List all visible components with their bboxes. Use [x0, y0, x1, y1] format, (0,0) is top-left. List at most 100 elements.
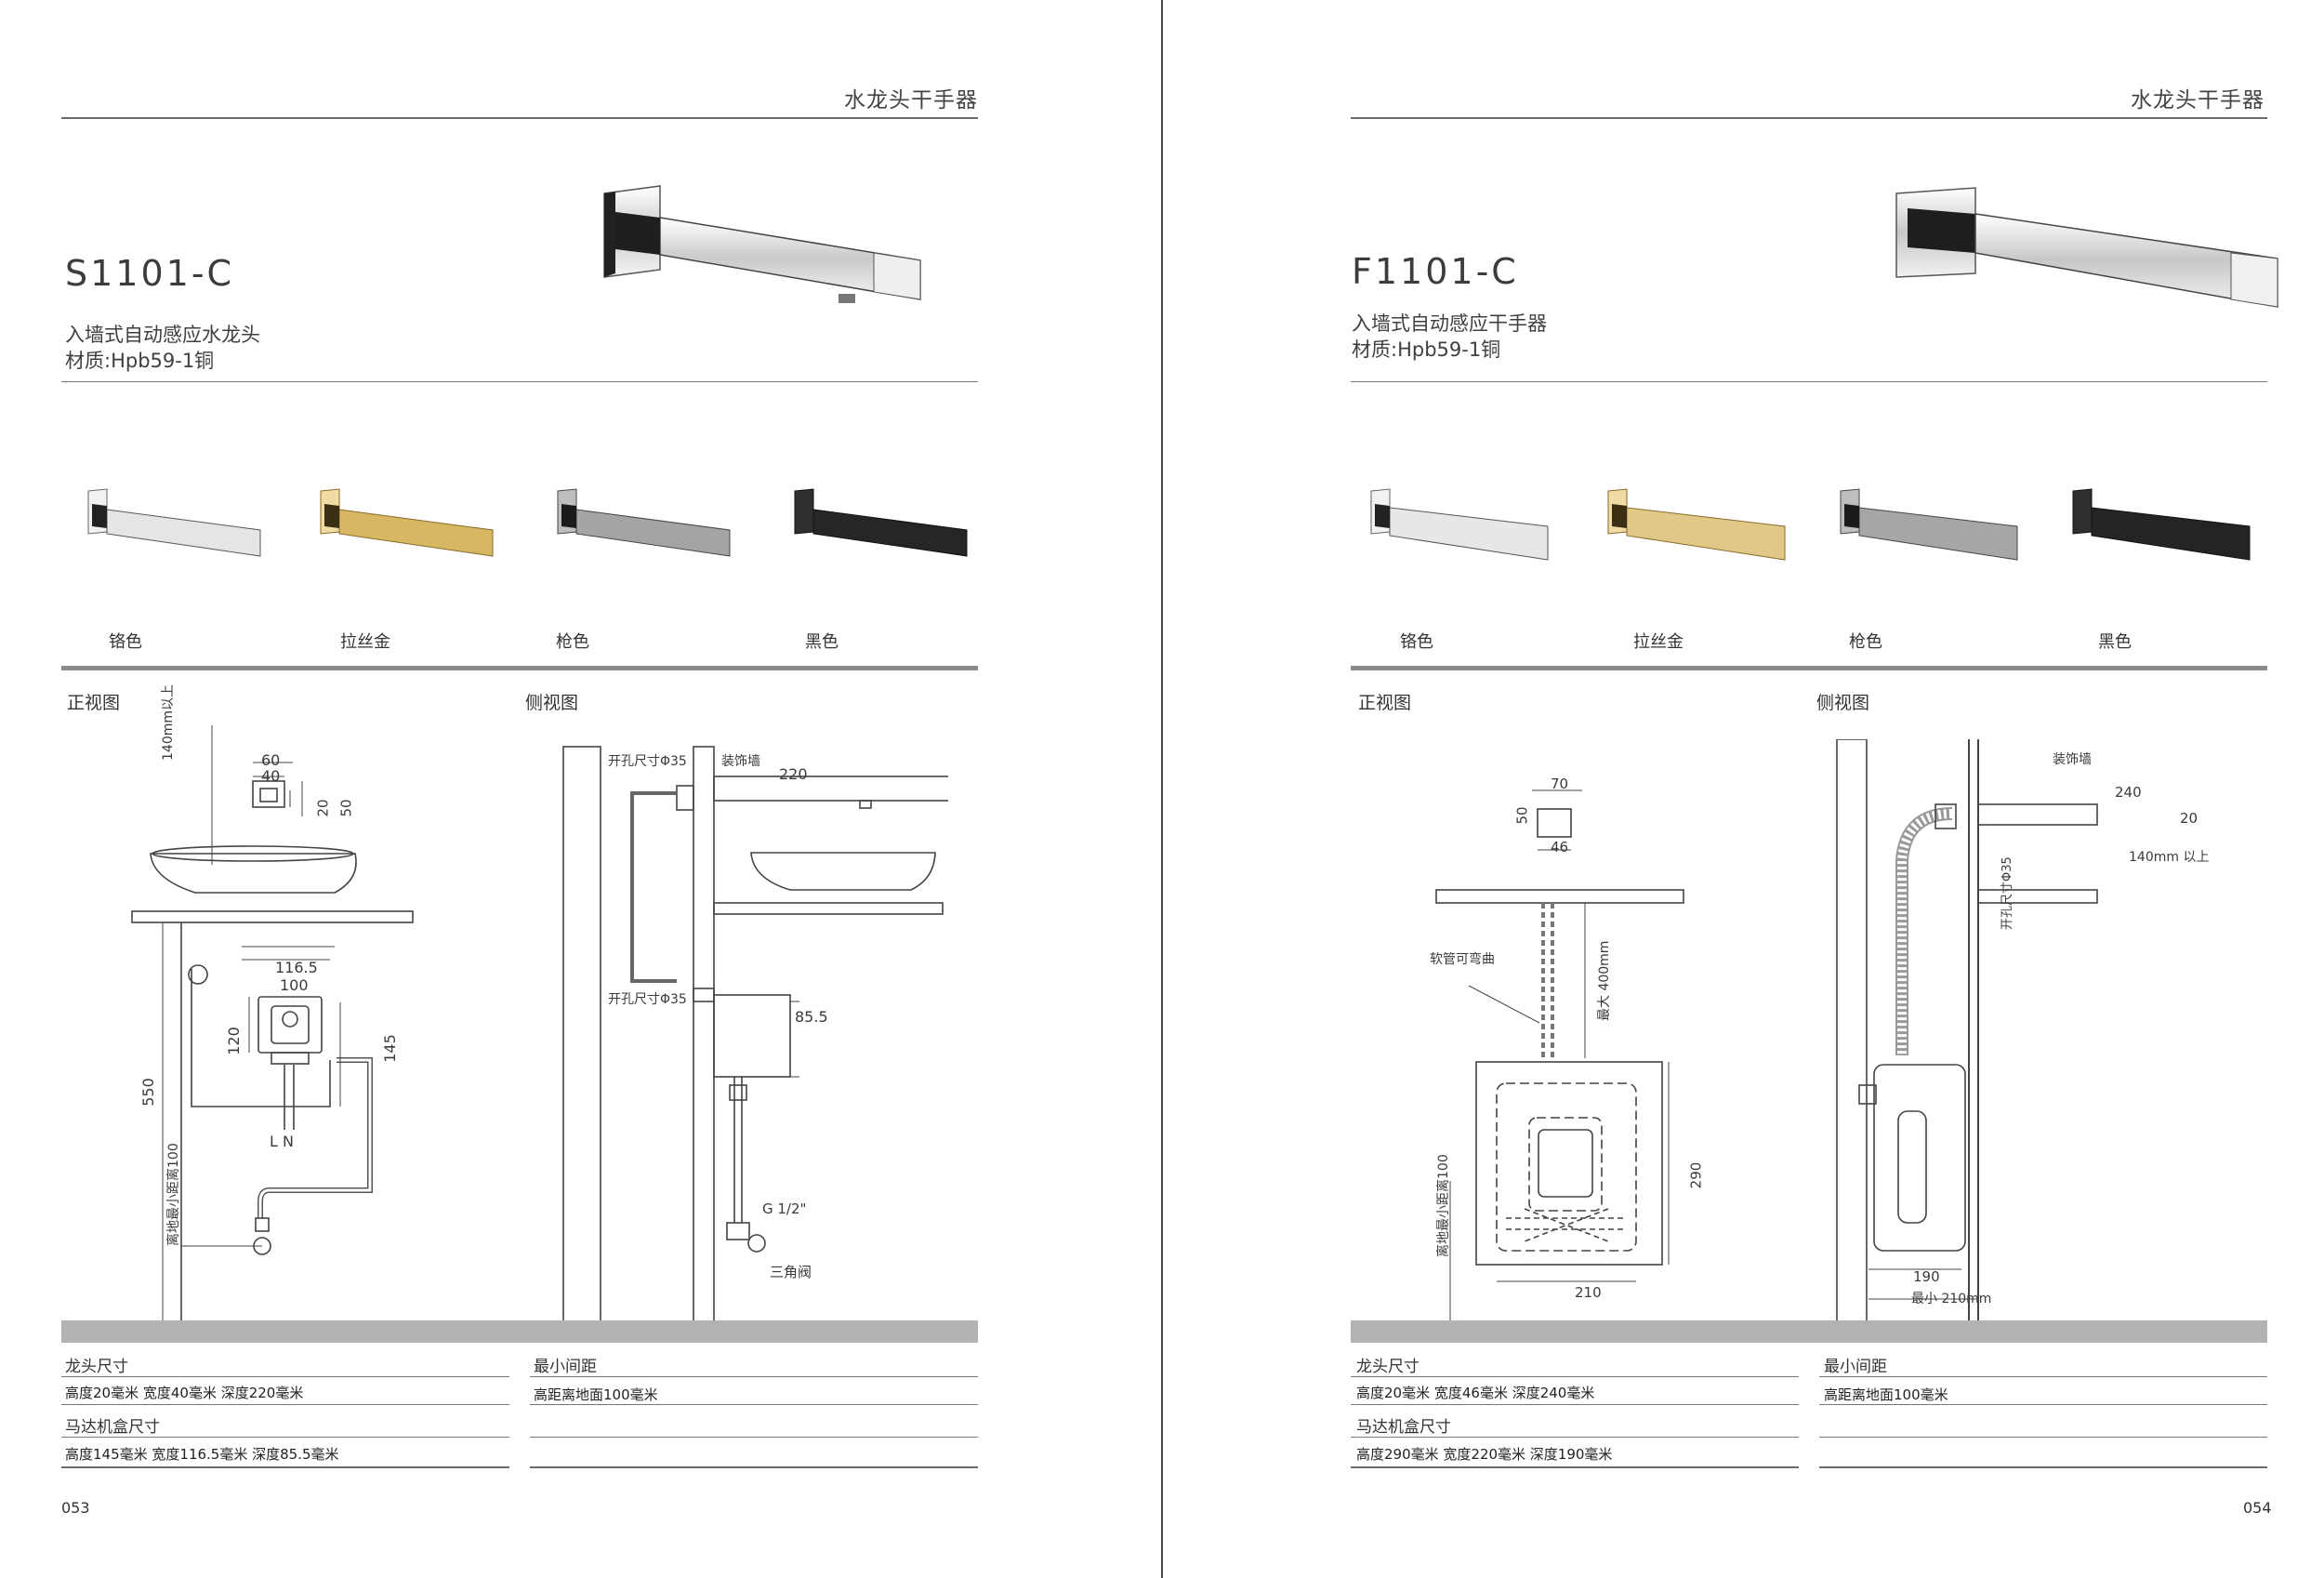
spec-rule — [61, 1437, 509, 1438]
label-angle-valve: 三角阀 — [770, 1264, 812, 1280]
swatch-gun — [1840, 488, 2018, 561]
swatch-rule — [61, 666, 978, 670]
finish-label-black: 黑色 — [2098, 632, 2132, 652]
spec-rule — [1351, 1437, 1799, 1438]
dim-140: 140mm以上 — [161, 684, 176, 761]
spec-rule — [1351, 1404, 1799, 1405]
swatch-chrome — [1370, 488, 1549, 561]
spec-gap-heading: 最小间距 — [534, 1358, 597, 1376]
spec-rule — [1819, 1376, 2267, 1377]
title-rule — [61, 381, 978, 382]
header-rule — [61, 117, 978, 119]
header-rule — [1351, 117, 2267, 119]
swatch-gold — [1607, 488, 1786, 561]
finish-label-gun: 枪色 — [1849, 632, 1882, 652]
swatch-gold — [320, 488, 494, 557]
spec-faucet-heading: 龙头尺寸 — [1356, 1358, 1419, 1376]
dim-50: 50 — [1513, 806, 1531, 825]
spec-gap-heading: 最小间距 — [1824, 1358, 1887, 1376]
finish-label-chrome: 铬色 — [109, 632, 142, 652]
dim-hole-top: 开孔尺寸Φ35 — [608, 754, 687, 769]
dim-max-400: 最大 400mm — [1597, 940, 1612, 1021]
spec-rule — [61, 1376, 509, 1377]
section-title: 水龙头干手器 — [2131, 88, 2265, 113]
spec-rule — [1819, 1404, 2267, 1405]
dim-220: 220 — [779, 765, 808, 783]
finish-label-gun: 枪色 — [556, 632, 589, 652]
page-number: 053 — [61, 1499, 90, 1517]
left-page: 水龙头干手器 S1101-C 入墙式自动感应水龙头 材质:Hpb59-1铜 — [61, 88, 978, 1517]
spec-motor-heading: 马达机盒尺寸 — [1356, 1418, 1451, 1437]
dim-hole: 开孔尺寸Φ35 — [2000, 856, 2014, 930]
dim-min-210: 最小 210mm — [1911, 1292, 1992, 1306]
spec-motor-heading: 马达机盒尺寸 — [65, 1418, 160, 1437]
dim-min-100: 离地最小距离100 — [166, 1143, 181, 1246]
spec-rule — [61, 1404, 509, 1405]
ground-band — [1351, 1320, 2267, 1343]
right-page: 水龙头干手器 F1101-C 入墙式自动感应干手器 材质:Hpb59-1铜 — [1162, 0, 2324, 1578]
dim-140-above: 140mm 以上 — [2129, 850, 2210, 865]
spec-rule — [530, 1437, 978, 1438]
spec-rule — [1819, 1466, 2267, 1468]
dim-290: 290 — [1687, 1161, 1705, 1189]
spec-rule — [530, 1466, 978, 1468]
finish-swatches — [1370, 488, 2251, 561]
product-description: 入墙式自动感应水龙头 — [65, 324, 260, 346]
spec-rule — [530, 1404, 978, 1405]
label-decor-wall: 装饰墙 — [721, 754, 760, 769]
swatch-gun — [557, 488, 731, 557]
swatch-black — [2072, 488, 2251, 561]
spec-faucet-value: 高度20毫米 宽度40毫米 深度220毫米 — [65, 1385, 304, 1401]
side-view-label: 侧视图 — [525, 693, 579, 713]
side-view-label: 侧视图 — [1816, 693, 1870, 713]
model-number: F1101-C — [1352, 251, 1519, 292]
front-view-drawing — [1435, 789, 1684, 1330]
dim-120: 120 — [224, 1027, 243, 1055]
spec-rule — [530, 1376, 978, 1377]
product-description: 入墙式自动感应干手器 — [1352, 312, 1547, 335]
spec-faucet-value: 高度20毫米 宽度46毫米 深度240毫米 — [1356, 1385, 1595, 1401]
dim-550: 550 — [139, 1078, 157, 1107]
side-view-drawing — [1836, 739, 2098, 1324]
label-flex-hose: 软管可弯曲 — [1430, 952, 1495, 967]
page-number: 054 — [2243, 1499, 2272, 1517]
dim-60: 60 — [261, 751, 281, 769]
swatch-chrome — [87, 488, 261, 557]
product-material: 材质:Hpb59-1铜 — [65, 350, 215, 372]
spec-rule — [61, 1466, 509, 1468]
swatch-black — [794, 488, 968, 557]
finish-label-chrome: 铬色 — [1400, 632, 1433, 652]
dim-min-100: 离地最小距离100 — [1436, 1154, 1451, 1257]
spec-motor-value: 高度145毫米 宽度116.5毫米 深度85.5毫米 — [65, 1446, 339, 1463]
spec-rule — [1819, 1437, 2267, 1438]
dim-50: 50 — [337, 799, 355, 817]
spec-gap-value: 高距离地面100毫米 — [534, 1386, 658, 1403]
finish-label-black: 黑色 — [805, 632, 838, 652]
hero-dryer-image — [1895, 187, 2278, 308]
front-view-label: 正视图 — [1358, 693, 1412, 713]
spec-gap-value: 高距离地面100毫米 — [1824, 1386, 1948, 1403]
label-g12: G 1/2" — [762, 1200, 807, 1217]
label-ln: L N — [270, 1133, 294, 1150]
model-number: S1101-C — [65, 253, 235, 294]
spec-rule — [1351, 1376, 1799, 1377]
title-rule — [1351, 381, 2267, 382]
dim-100: 100 — [280, 976, 309, 994]
dim-20: 20 — [2180, 810, 2199, 827]
dim-116-5: 116.5 — [275, 959, 318, 976]
finish-swatches — [87, 488, 968, 557]
product-material: 材质:Hpb59-1铜 — [1352, 338, 1501, 361]
dim-46: 46 — [1551, 839, 1569, 855]
front-view-drawing — [131, 725, 414, 1320]
ground-band — [61, 1320, 978, 1343]
hero-faucet-image — [603, 185, 921, 303]
dim-210: 210 — [1575, 1284, 1602, 1301]
dim-190: 190 — [1913, 1268, 1940, 1285]
dim-70: 70 — [1551, 776, 1569, 792]
dim-hole-mid: 开孔尺寸Φ35 — [608, 992, 687, 1007]
spec-motor-value: 高度290毫米 宽度220毫米 深度190毫米 — [1356, 1446, 1613, 1463]
dim-240: 240 — [2115, 784, 2142, 801]
page-spine — [1161, 0, 1163, 1578]
front-view-label: 正视图 — [67, 693, 121, 713]
dim-40: 40 — [261, 767, 281, 785]
